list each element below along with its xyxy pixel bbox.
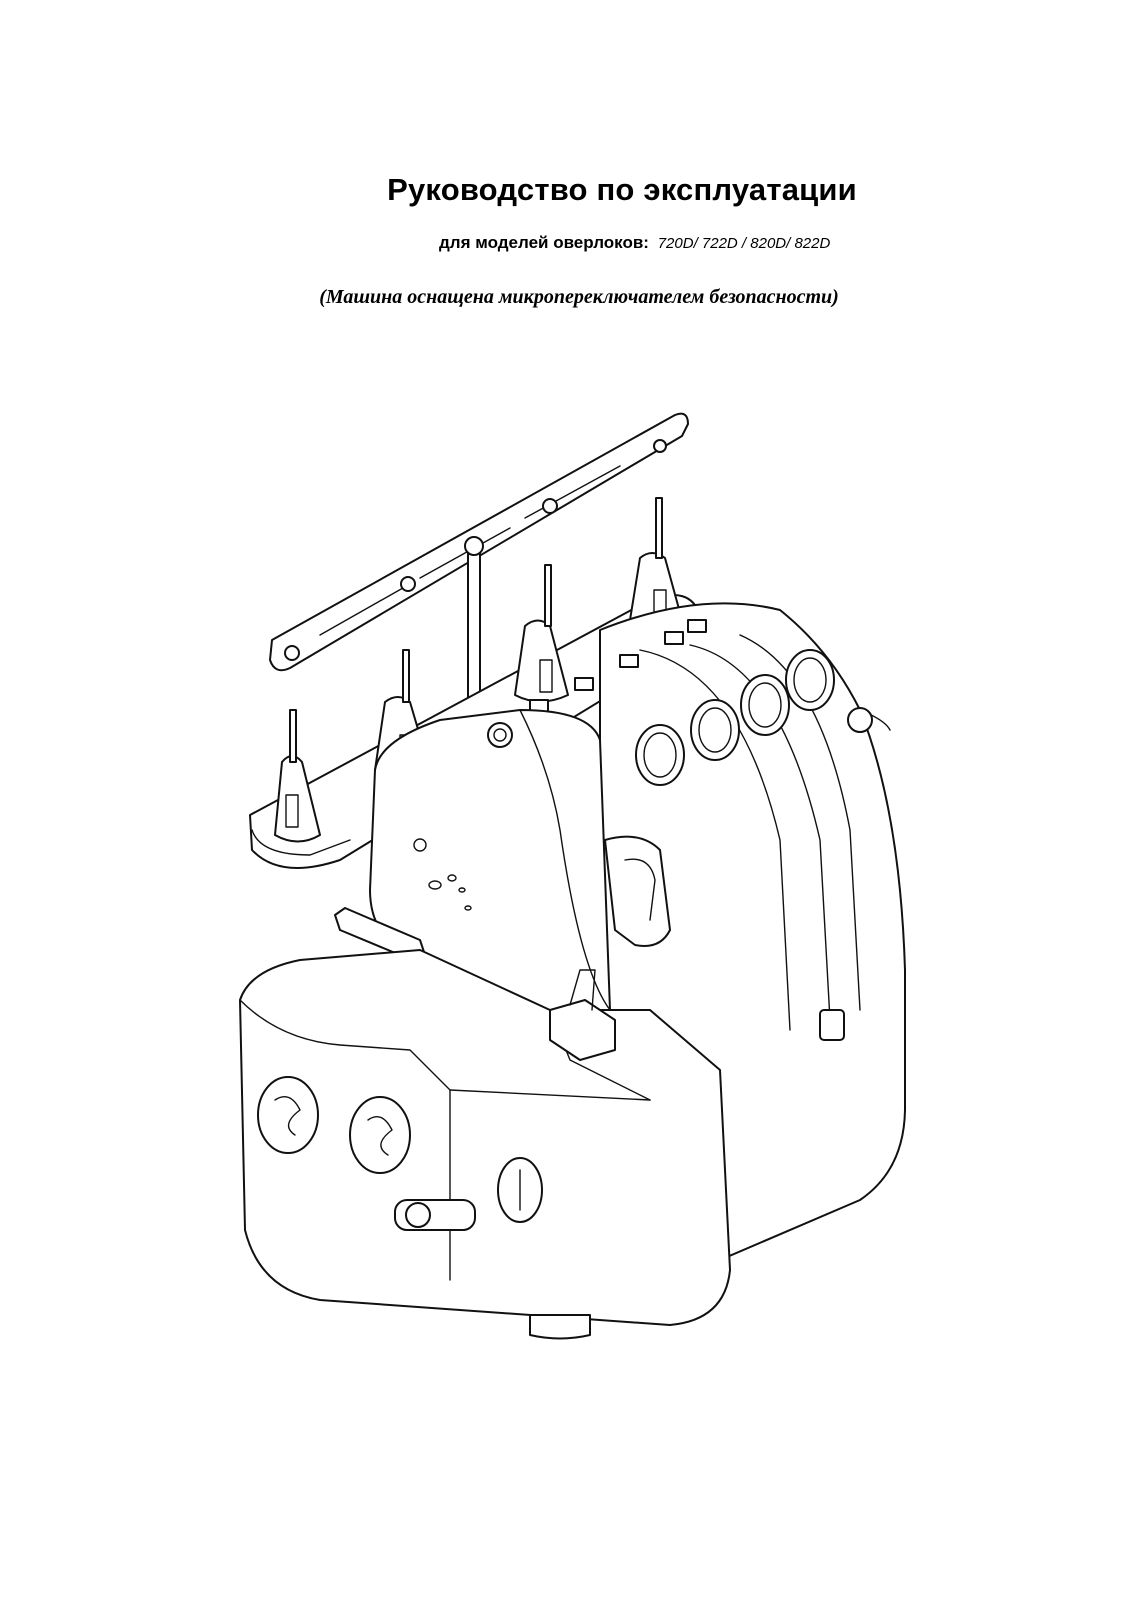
machine-foot: [529, 1314, 591, 1340]
presser-foot: [549, 969, 616, 1061]
knife-cover: [604, 835, 671, 947]
thread-guide-post: [464, 536, 484, 741]
subtitle-lead: для моделей оверлоков:: [439, 233, 649, 252]
spool-pin-3: [514, 564, 569, 703]
spool-pin-4: [629, 497, 683, 627]
side-panel: [819, 1009, 845, 1041]
overlock-machine-illustration: [220, 410, 920, 1400]
safety-switch-note: (Машина оснащена микропереключателем без…: [319, 286, 839, 308]
slide-switch: [394, 1199, 476, 1231]
page-title: Руководство по эксплуатации: [387, 172, 857, 207]
overlock-machine-drawing: [239, 412, 906, 1340]
tension-dials: [635, 649, 835, 786]
front-dials: [257, 1076, 543, 1223]
subtitle: для моделей оверлоков: 720D/ 722D / 820D…: [439, 233, 1039, 253]
spool-pin-1: [274, 709, 321, 843]
subtitle-models: 720D/ 722D / 820D/ 822D: [657, 235, 831, 252]
thread-guides-top: [529, 619, 707, 713]
